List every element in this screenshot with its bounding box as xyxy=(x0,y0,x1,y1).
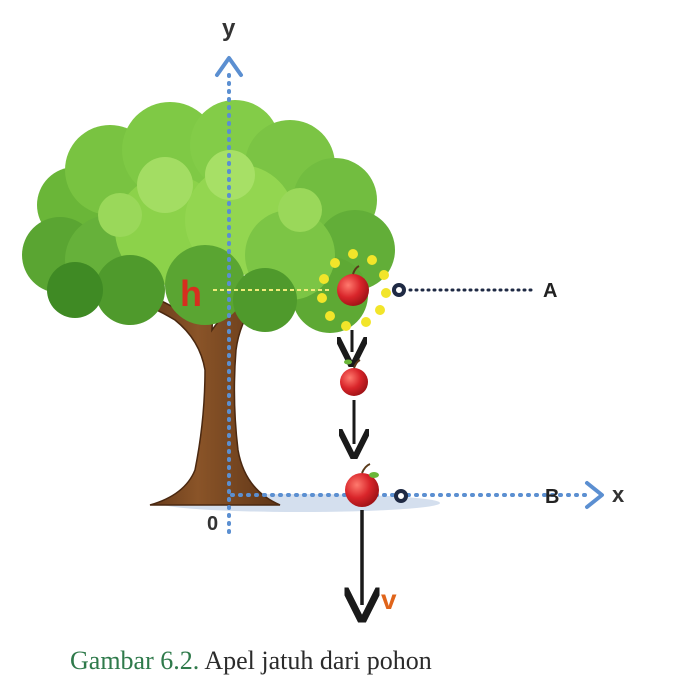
highlight-ring xyxy=(317,249,391,331)
point-a-marker xyxy=(392,283,406,297)
y-axis-label: y xyxy=(222,15,236,42)
point-b-label: B xyxy=(545,486,559,508)
caption-text: Apel jatuh dari pohon xyxy=(204,646,432,675)
origin-label: 0 xyxy=(207,513,218,535)
velocity-label: v xyxy=(381,584,397,615)
figure-caption: Gambar 6.2. Apel jatuh dari pohon xyxy=(70,646,432,676)
apple-icon xyxy=(345,463,379,507)
apple-icon xyxy=(340,359,368,396)
apple-icon xyxy=(337,265,369,306)
point-b-marker xyxy=(394,489,408,503)
caption-number: Gambar 6.2. xyxy=(70,646,200,675)
y-axis-arrowhead xyxy=(215,56,243,77)
x-axis-arrowhead xyxy=(585,481,604,509)
x-axis-label: x xyxy=(612,482,625,507)
height-label: h xyxy=(180,273,202,314)
falling-apple-diagram: y x 0 h A xyxy=(22,15,625,640)
tree-foliage xyxy=(22,100,395,333)
point-a-label: A xyxy=(543,280,557,302)
tree-icon xyxy=(22,100,395,506)
